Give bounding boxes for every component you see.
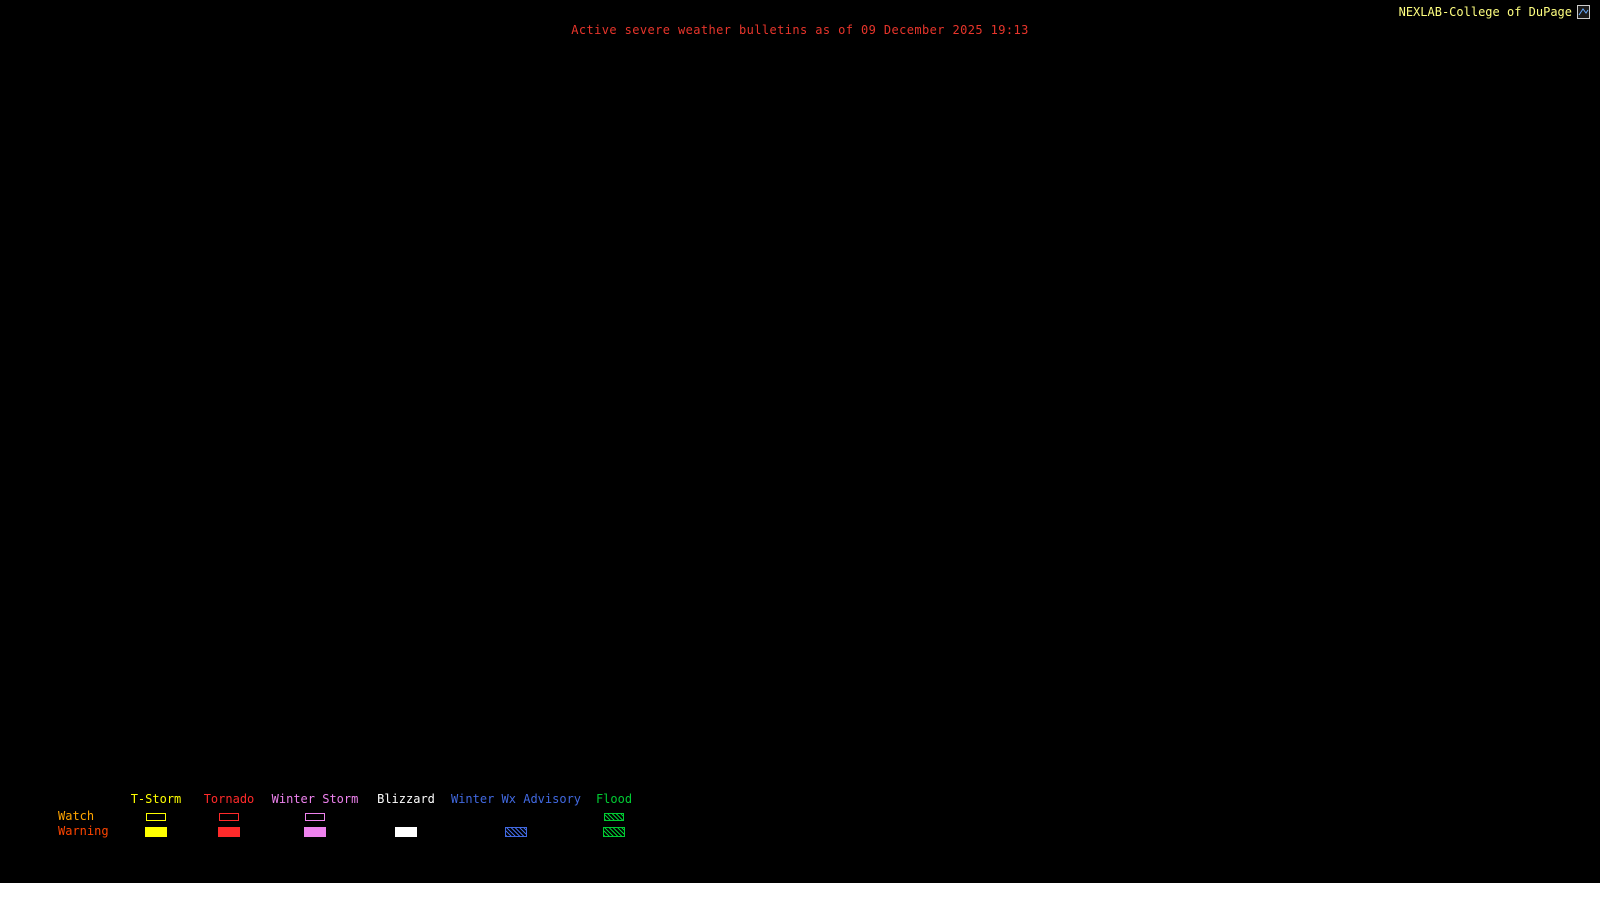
legend-column-label: Blizzard	[377, 792, 435, 806]
legend-column-tstorm: T-Storm	[120, 793, 192, 839]
legend-column-tornado: Tornado	[192, 793, 266, 839]
tstorm-warning-swatch	[145, 826, 167, 837]
winter-storm-warning-swatch	[304, 826, 326, 837]
flood-warning-swatch	[603, 826, 625, 837]
legend-column-label: Tornado	[203, 792, 255, 806]
brand-text: NEXLAB-College of DuPage	[1398, 5, 1572, 19]
legend-column-flood: Flood	[584, 793, 644, 839]
tstorm-watch-swatch	[146, 812, 166, 821]
nexlab-logo-icon	[1577, 5, 1590, 19]
legend-warning-label: Warning	[58, 824, 109, 838]
legend-row-labels: Watch Warning	[58, 793, 120, 839]
legend-column-label: T-Storm	[130, 792, 182, 806]
winter-storm-watch-swatch	[305, 812, 325, 821]
legend-column-blizzard: Blizzard	[364, 793, 448, 839]
tornado-warning-swatch	[218, 826, 240, 837]
page-background-strip	[0, 883, 1600, 900]
blizzard-warning-swatch	[395, 826, 417, 837]
legend-column-label: Winter Storm	[271, 792, 359, 806]
legend-column-label: Flood	[595, 792, 633, 806]
tornado-watch-swatch	[219, 812, 239, 821]
flood-watch-swatch	[604, 812, 624, 821]
legend-column-label: Winter Wx Advisory	[450, 792, 582, 806]
legend: Watch Warning T-Storm Tornado Winter Sto…	[58, 793, 644, 839]
page-title: Active severe weather bulletins as of 09…	[571, 23, 1029, 37]
winter-wx-advisory-warning-swatch	[505, 826, 527, 837]
brand: NEXLAB-College of DuPage	[1399, 5, 1590, 19]
legend-watch-label: Watch	[58, 809, 95, 823]
legend-column-winter-wx-advisory: Winter Wx Advisory	[448, 793, 584, 839]
legend-column-winter-storm: Winter Storm	[266, 793, 364, 839]
